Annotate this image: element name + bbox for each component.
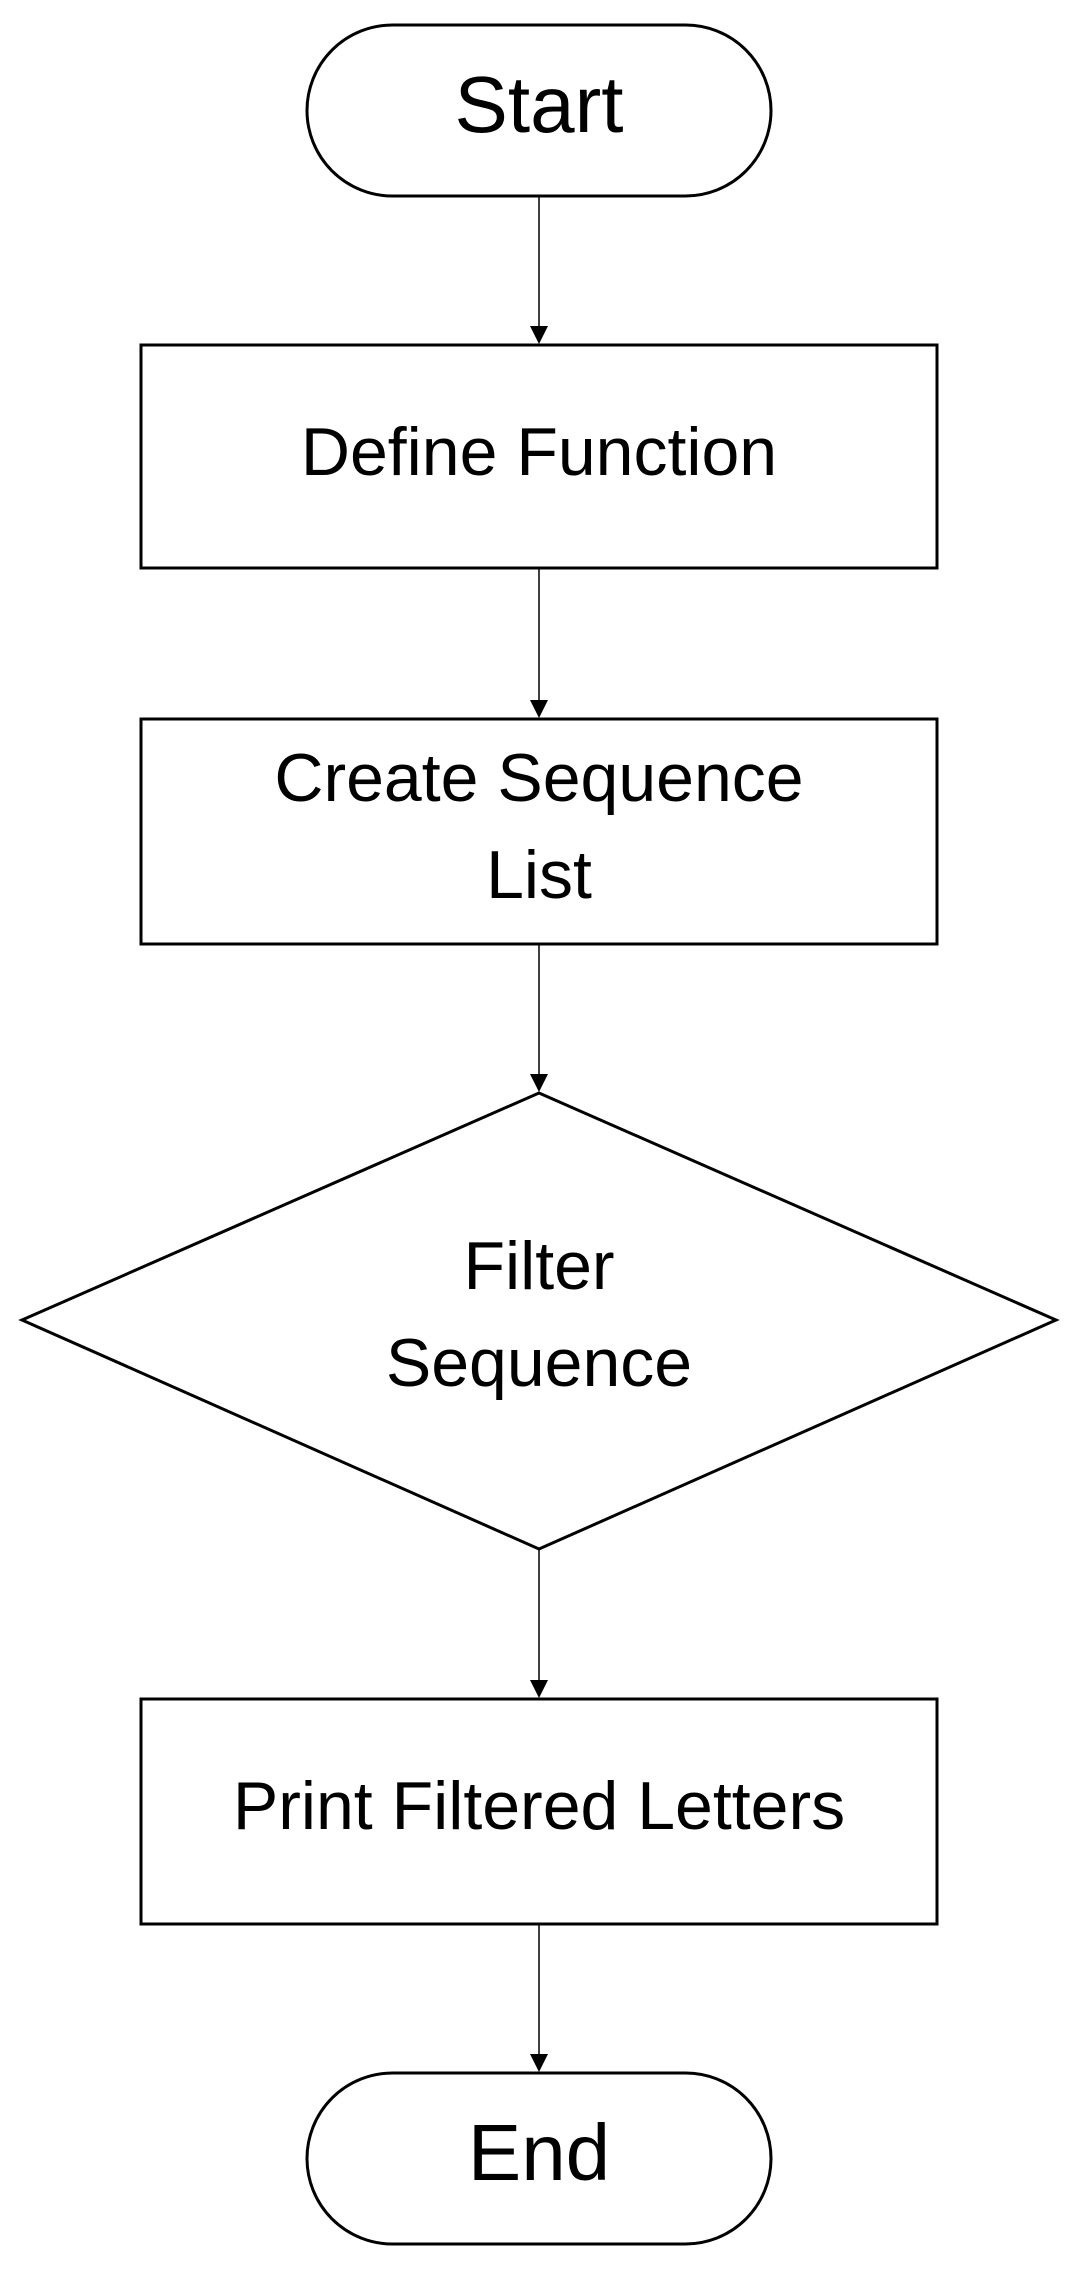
connector-filter-sequence-to-print-filtered <box>530 1550 548 1698</box>
node-label: Print Filtered Letters <box>233 1768 845 1844</box>
connector-define-function-to-create-sequence <box>530 568 548 718</box>
process-box <box>139 1697 939 1926</box>
arrowhead-icon <box>530 1074 548 1092</box>
connector-create-sequence-to-filter-sequence <box>530 944 548 1092</box>
arrowhead-icon <box>530 700 548 718</box>
connector-start-to-define-function <box>530 196 548 344</box>
node-label-line-1: Filter <box>463 1228 614 1304</box>
arrowhead-icon <box>530 2054 548 2072</box>
node-print-filtered: Print Filtered Letters <box>139 1697 939 1926</box>
node-label: Start <box>455 60 624 149</box>
node-create-sequence: Create Sequence List <box>139 717 939 946</box>
node-label-line-1: Create Sequence <box>274 740 803 816</box>
node-define-function: Define Function <box>139 343 939 570</box>
connector-print-filtered-to-end <box>530 1924 548 2072</box>
node-filter-sequence: Filter Sequence <box>18 1091 1060 1551</box>
terminal-shape <box>305 23 773 198</box>
node-label: End <box>468 2108 610 2197</box>
node-start: Start <box>305 23 773 198</box>
arrowhead-icon <box>530 1680 548 1698</box>
process-box <box>139 717 939 946</box>
terminal-shape <box>305 2071 773 2246</box>
process-box <box>139 343 939 570</box>
node-label: Define Function <box>301 414 777 490</box>
node-label-line-2: Sequence <box>386 1325 692 1401</box>
decision-diamond <box>18 1091 1060 1551</box>
connectors <box>530 196 548 2072</box>
node-label-line-2: List <box>486 837 592 913</box>
node-end: End <box>305 2071 773 2246</box>
arrowhead-icon <box>530 326 548 344</box>
